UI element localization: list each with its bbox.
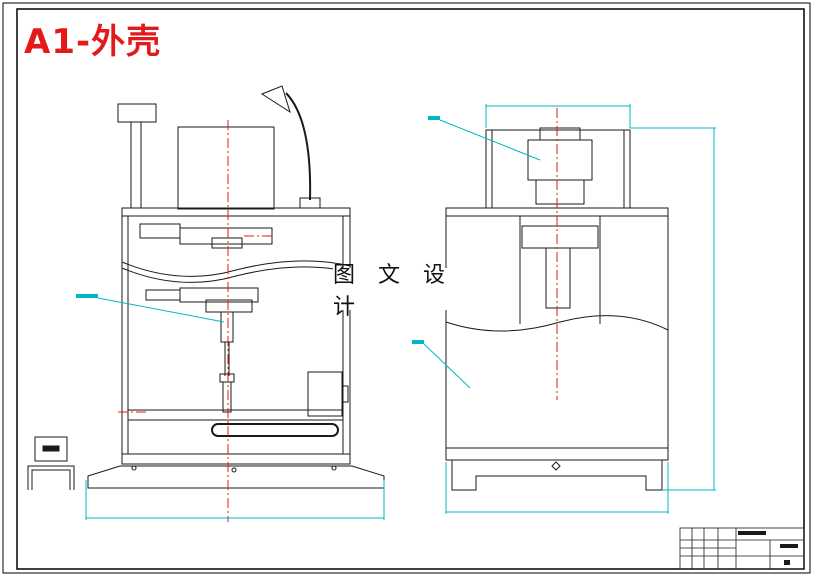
handle-post — [130, 121, 142, 209]
shaft-lower — [222, 381, 232, 413]
base-upper — [121, 453, 351, 465]
title-block-name-mark — [738, 531, 766, 535]
leader-body — [423, 343, 471, 389]
front-top-housing-inner — [491, 129, 625, 209]
front-gear — [521, 225, 599, 249]
break-line-upper — [121, 260, 351, 277]
base-plate — [87, 465, 385, 489]
leader-shaft — [97, 297, 225, 323]
shaft-coupling — [219, 373, 235, 383]
pedal-box — [34, 436, 68, 462]
dimension-lines — [85, 104, 716, 520]
front-motor — [527, 139, 593, 181]
side-motor — [307, 371, 343, 417]
foot-pedal — [27, 436, 75, 490]
title-block-frame — [679, 527, 805, 570]
leader-motor — [439, 119, 541, 161]
leader-tag-body — [412, 340, 424, 344]
upper-hub — [211, 237, 243, 249]
drive-belt — [211, 423, 339, 437]
top-handle — [117, 103, 157, 123]
title-block-marks — [738, 531, 798, 565]
lamp-arm — [285, 92, 312, 201]
lamp-head — [260, 85, 291, 114]
upper-cylinder — [139, 223, 181, 239]
pedal-label-bar — [42, 445, 60, 452]
drawing-title: A1-外壳 — [24, 22, 162, 62]
front-motor-cap — [539, 127, 581, 141]
centerlines — [118, 108, 558, 522]
side-motor-cap — [341, 385, 349, 403]
lower-gear — [179, 287, 259, 303]
bolt-right — [331, 465, 337, 471]
body-frame — [121, 215, 351, 455]
title-block-sheet-mark — [784, 560, 790, 565]
bolt-center — [231, 467, 237, 473]
front-top-housing — [485, 129, 631, 209]
front-base — [451, 459, 663, 491]
side-view — [87, 85, 385, 489]
shaft-upper — [220, 311, 234, 343]
leader-tags — [76, 116, 440, 344]
lower-cylinder — [145, 289, 181, 301]
leader-tag-motor — [428, 116, 440, 120]
bolt-left — [131, 465, 137, 471]
watermark-text: 图 文 设 计 — [333, 263, 483, 320]
pedal-stand-inner — [31, 469, 71, 490]
leader-tag-shaft — [76, 294, 98, 298]
front-break-line — [445, 315, 669, 332]
title-block — [679, 527, 805, 570]
front-base-upper — [445, 447, 669, 461]
front-shaft — [545, 247, 571, 309]
front-base-diamond — [551, 461, 561, 471]
break-line-lower — [121, 266, 351, 283]
top-motor-housing — [177, 126, 275, 210]
title-block-code-mark — [780, 544, 798, 548]
front-motor-mount — [535, 179, 585, 205]
pedal-stand — [27, 465, 75, 490]
inner-border — [16, 8, 805, 570]
